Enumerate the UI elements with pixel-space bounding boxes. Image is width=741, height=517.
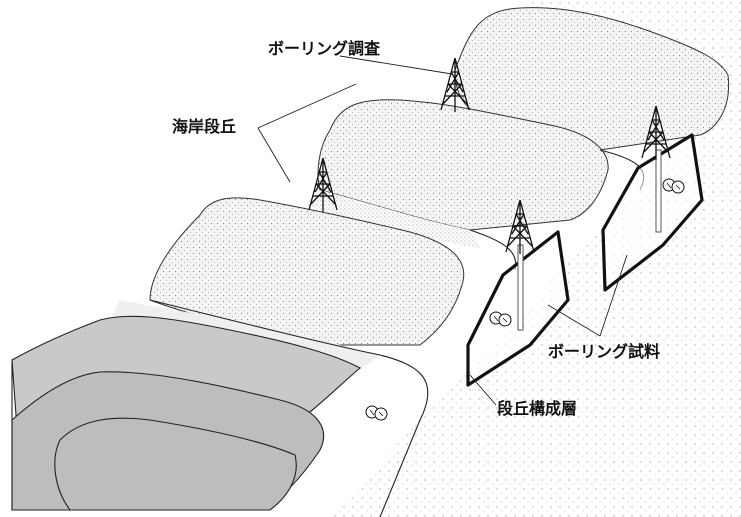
label-boring-survey: ボーリング調査: [268, 39, 380, 58]
terrace-middle: [305, 99, 609, 248]
label-marine-terrace: 海岸段丘: [172, 117, 236, 136]
drilling-tower-icon: [308, 157, 338, 212]
background-lowland: [330, 0, 741, 517]
shell-fossil-icon: [489, 311, 512, 327]
boring-rod-back: [655, 149, 662, 233]
leader-lines: [257, 55, 628, 406]
label-boring-sample: ボーリング試料: [548, 342, 660, 361]
shell-fossil-icon: [365, 405, 388, 421]
drilling-tower-icon: [505, 199, 535, 254]
drilling-tower-icon: [440, 57, 470, 112]
label-terrace-deposit: 段丘構成層: [497, 399, 577, 418]
boring-sample-back: [601, 133, 704, 292]
drilling-tower-icon: [641, 105, 671, 160]
shell-fossil-icon: [662, 178, 685, 194]
sea-block: [11, 315, 361, 511]
boring-rod-front: [517, 244, 524, 331]
